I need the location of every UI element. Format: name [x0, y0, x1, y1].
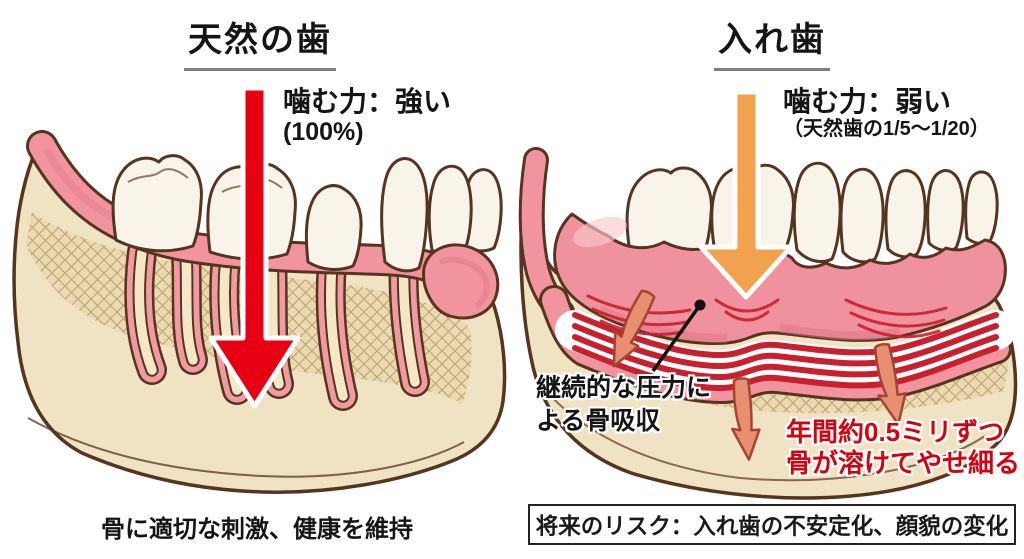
left-panel-title: 天然の歯 [184, 12, 336, 71]
bite-force-strong-arrow-icon [208, 85, 301, 409]
bone-loss-note-line2: 骨が溶けてやせ細る [786, 448, 1021, 479]
left-bite-force-label: 噛む力：強い [283, 86, 452, 117]
compression-gap [555, 310, 1016, 391]
left-panel-caption: 骨に適切な刺激、健康を維持 [101, 516, 413, 543]
right-panel-title-wrap: 入れ歯 [622, 12, 922, 71]
tooth [111, 154, 203, 253]
bone-resorption-arrows [612, 289, 907, 461]
natural-teeth-illustration [12, 85, 507, 494]
tooth [427, 164, 473, 259]
bone-loss-note: 年間約0.5ミリずつ 骨が溶けてやせ細る [786, 417, 1020, 479]
left-panel-title-wrap: 天然の歯 [110, 12, 410, 71]
bone-resorption-arrow-icon [612, 289, 656, 368]
right-bite-force-label-group: 噛む力：弱い （天然歯の1/5～1/20） [783, 86, 990, 141]
denture-illustration [518, 89, 1018, 500]
risk-caption-box: 将来のリスク：入れ歯の不安定化、顔貌の変化 [528, 504, 1016, 545]
pressure-note: 継続的な圧力に よる骨吸収 [536, 372, 711, 437]
right-bite-force-label: 噛む力：弱い [783, 86, 952, 117]
right-bite-force-value: （天然歯の1/5～1/20） [783, 118, 990, 141]
bone-bottom-contour [544, 389, 986, 482]
denture-tooth [839, 167, 885, 264]
bone-loss-note-line1: 年間約0.5ミリずつ [786, 417, 1005, 447]
denture-tooth [926, 169, 965, 252]
risk-caption: 将来のリスク：入れ歯の不安定化、顔貌の変化 [535, 513, 1009, 539]
gum-bulge [422, 243, 500, 320]
pressure-note-line2: よる骨吸収 [536, 406, 661, 435]
right-panel-title: 入れ歯 [714, 12, 830, 71]
denture-tooth [964, 170, 999, 246]
denture-tooth [884, 169, 927, 259]
denture-tooth [792, 161, 842, 264]
callout-line [651, 299, 706, 373]
bone-bottom-contour [27, 417, 465, 478]
bite-force-weak-arrow-icon [698, 89, 794, 300]
tooth [304, 184, 363, 271]
compression-stripes [572, 312, 999, 392]
left-bite-force-label-group: 噛む力：強い (100%) [283, 86, 451, 147]
bone-resorption-arrow-icon [873, 343, 907, 426]
pressure-note-line1: 継続的な圧力に [536, 374, 712, 402]
left-bite-force-value: (100%) [283, 118, 364, 147]
bone-resorption-arrow-icon [730, 377, 761, 461]
tooth [380, 157, 429, 273]
teeth [111, 154, 503, 273]
